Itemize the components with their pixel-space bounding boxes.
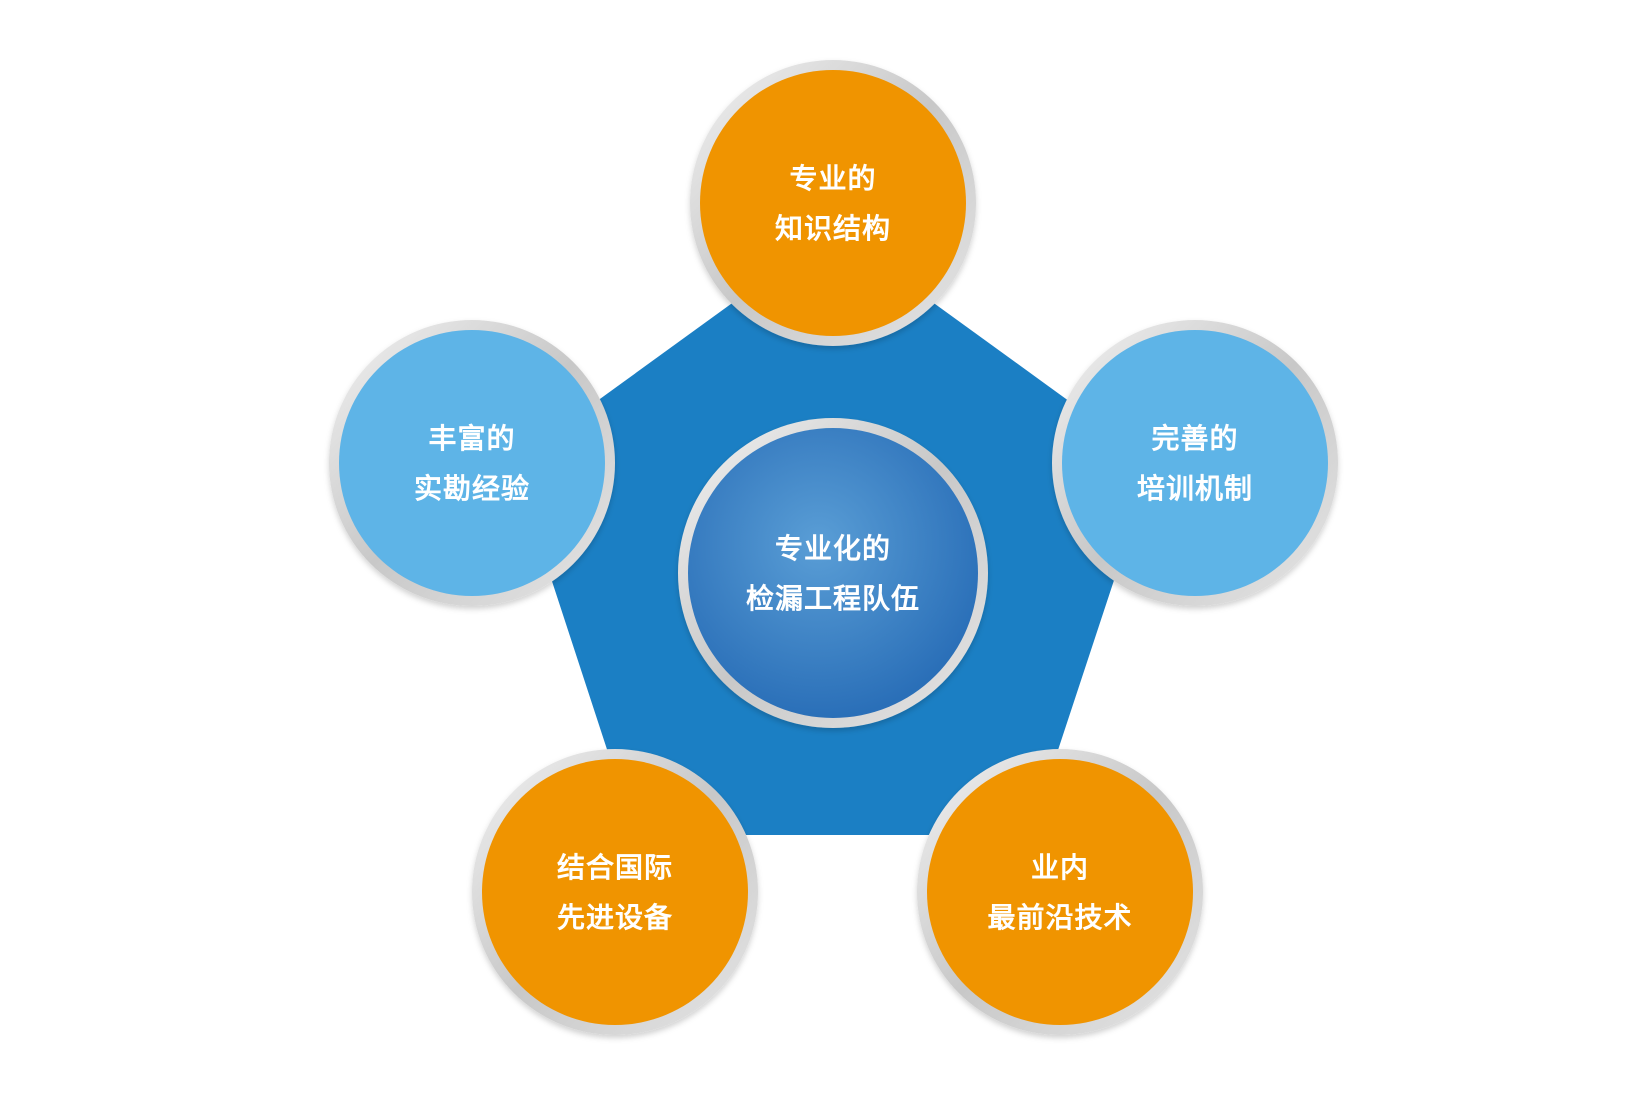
node-right-line2: 培训机制 xyxy=(1137,472,1253,505)
node-top-line1: 专业的 xyxy=(789,162,876,195)
node-bottom-left-line1: 结合国际 xyxy=(557,851,673,884)
node-bottom-left-line2: 先进设备 xyxy=(557,901,673,934)
node-left-line2: 实勘经验 xyxy=(414,472,530,505)
center-line2: 检漏工程队伍 xyxy=(746,582,920,615)
center-line1: 专业化的 xyxy=(775,532,891,565)
node-bottom-right: 业内 最前沿技术 xyxy=(917,749,1203,1035)
node-left: 丰富的 实勘经验 xyxy=(329,320,615,606)
node-right-line1: 完善的 xyxy=(1151,422,1238,455)
node-bottom-right-line2: 最前沿技术 xyxy=(987,901,1132,934)
node-bottom-left: 结合国际 先进设备 xyxy=(472,749,758,1035)
node-right: 完善的 培训机制 xyxy=(1052,320,1338,606)
node-bottom-right-line1: 业内 xyxy=(1031,851,1089,884)
center-node: 专业化的 检漏工程队伍 xyxy=(678,418,988,728)
node-left-line1: 丰富的 xyxy=(428,422,515,455)
node-top-line2: 知识结构 xyxy=(775,212,891,245)
node-top: 专业的 知识结构 xyxy=(690,60,976,346)
